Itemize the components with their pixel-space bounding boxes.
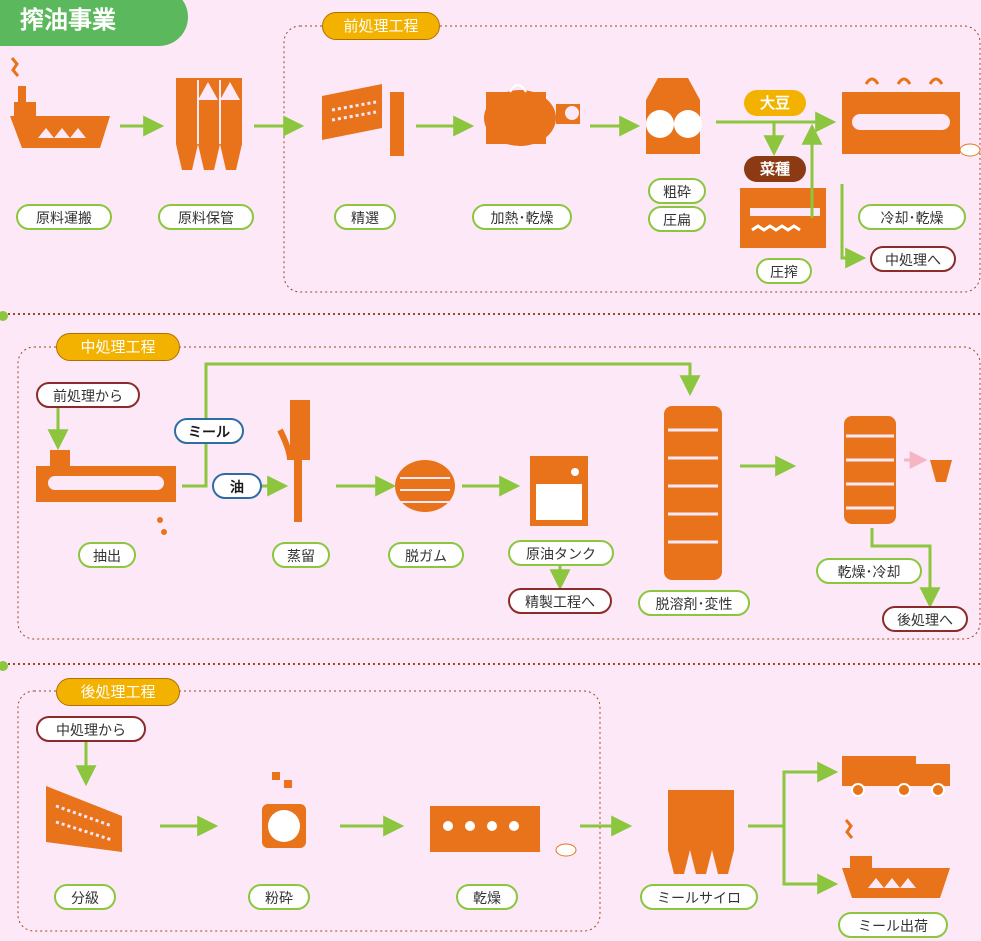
label-drying-cooling: 乾燥･冷却 <box>816 558 922 584</box>
label-selection: 精選 <box>334 204 396 230</box>
label-storage: 原料保管 <box>158 204 254 230</box>
flow-arrow <box>840 184 867 269</box>
rotary-dryer-icon <box>484 84 580 146</box>
extractor-icon <box>36 450 176 535</box>
label-distillation: 蒸留 <box>272 542 330 568</box>
meal-silo-icon <box>668 790 734 874</box>
desolventizer-tower-icon <box>664 406 722 580</box>
flow-arrow <box>782 826 839 895</box>
label-meal-shipping: ミール出荷 <box>838 912 948 938</box>
crude-oil-tank-icon <box>530 456 588 526</box>
label-flaking: 圧扁 <box>648 206 706 232</box>
label-to-refining: 精製工程へ <box>508 588 612 614</box>
tag-rapeseed: 菜種 <box>744 156 806 182</box>
label-meal-silo: ミールサイロ <box>640 884 758 910</box>
label-to-mid: 中処理へ <box>870 246 956 272</box>
crusher-roll-icon <box>646 78 702 154</box>
pre-process-group <box>283 25 981 293</box>
tag-soybean: 大豆 <box>744 90 806 116</box>
distillation-column-icon <box>277 400 310 522</box>
label-extraction: 抽出 <box>78 542 136 568</box>
flow-arrow <box>182 362 701 488</box>
truck-icon <box>842 756 950 797</box>
dryer-icon <box>430 806 577 857</box>
label-transport: 原料運搬 <box>16 204 112 230</box>
label-to-post: 後処理へ <box>882 606 968 632</box>
dryer-cooler-tower-icon <box>844 416 952 524</box>
label-cooling: 冷却･乾燥 <box>858 204 966 230</box>
divider-dot <box>0 661 8 671</box>
label-from-mid: 中処理から <box>36 716 146 742</box>
classifier-icon <box>46 786 122 852</box>
sieve-machine-icon <box>322 84 404 156</box>
label-crude-tank: 原油タンク <box>508 540 614 566</box>
label-desolventizing: 脱溶剤･変性 <box>638 590 750 616</box>
degummer-icon <box>395 460 455 512</box>
label-crushing: 粗砕 <box>648 178 706 204</box>
mid-process-group <box>17 346 981 640</box>
tag-oil: 油 <box>212 473 262 499</box>
label-drying: 乾燥 <box>456 884 518 910</box>
grinder-icon <box>262 772 306 848</box>
section-tag-post: 後処理工程 <box>56 678 180 706</box>
flow-arrow <box>748 761 839 828</box>
cooler-dryer-icon <box>842 77 981 157</box>
section-tag-pre: 前処理工程 <box>322 12 440 40</box>
label-from-pre: 前処理から <box>36 382 140 408</box>
divider-dot <box>0 311 8 321</box>
label-classifying: 分級 <box>54 884 116 910</box>
section-tag-mid: 中処理工程 <box>56 333 180 361</box>
label-heating: 加熱･乾燥 <box>472 204 572 230</box>
tag-meal: ミール <box>174 418 244 444</box>
flow-arrow <box>870 528 941 609</box>
label-degumming: 脱ガム <box>388 542 464 568</box>
ship-icon <box>10 57 110 148</box>
label-pressing: 圧搾 <box>756 258 812 284</box>
label-grinding: 粉砕 <box>248 884 310 910</box>
ship-icon <box>842 819 950 898</box>
silo-icon <box>176 78 242 170</box>
post-process-group <box>17 690 601 932</box>
page-title: 搾油事業 <box>0 0 188 46</box>
